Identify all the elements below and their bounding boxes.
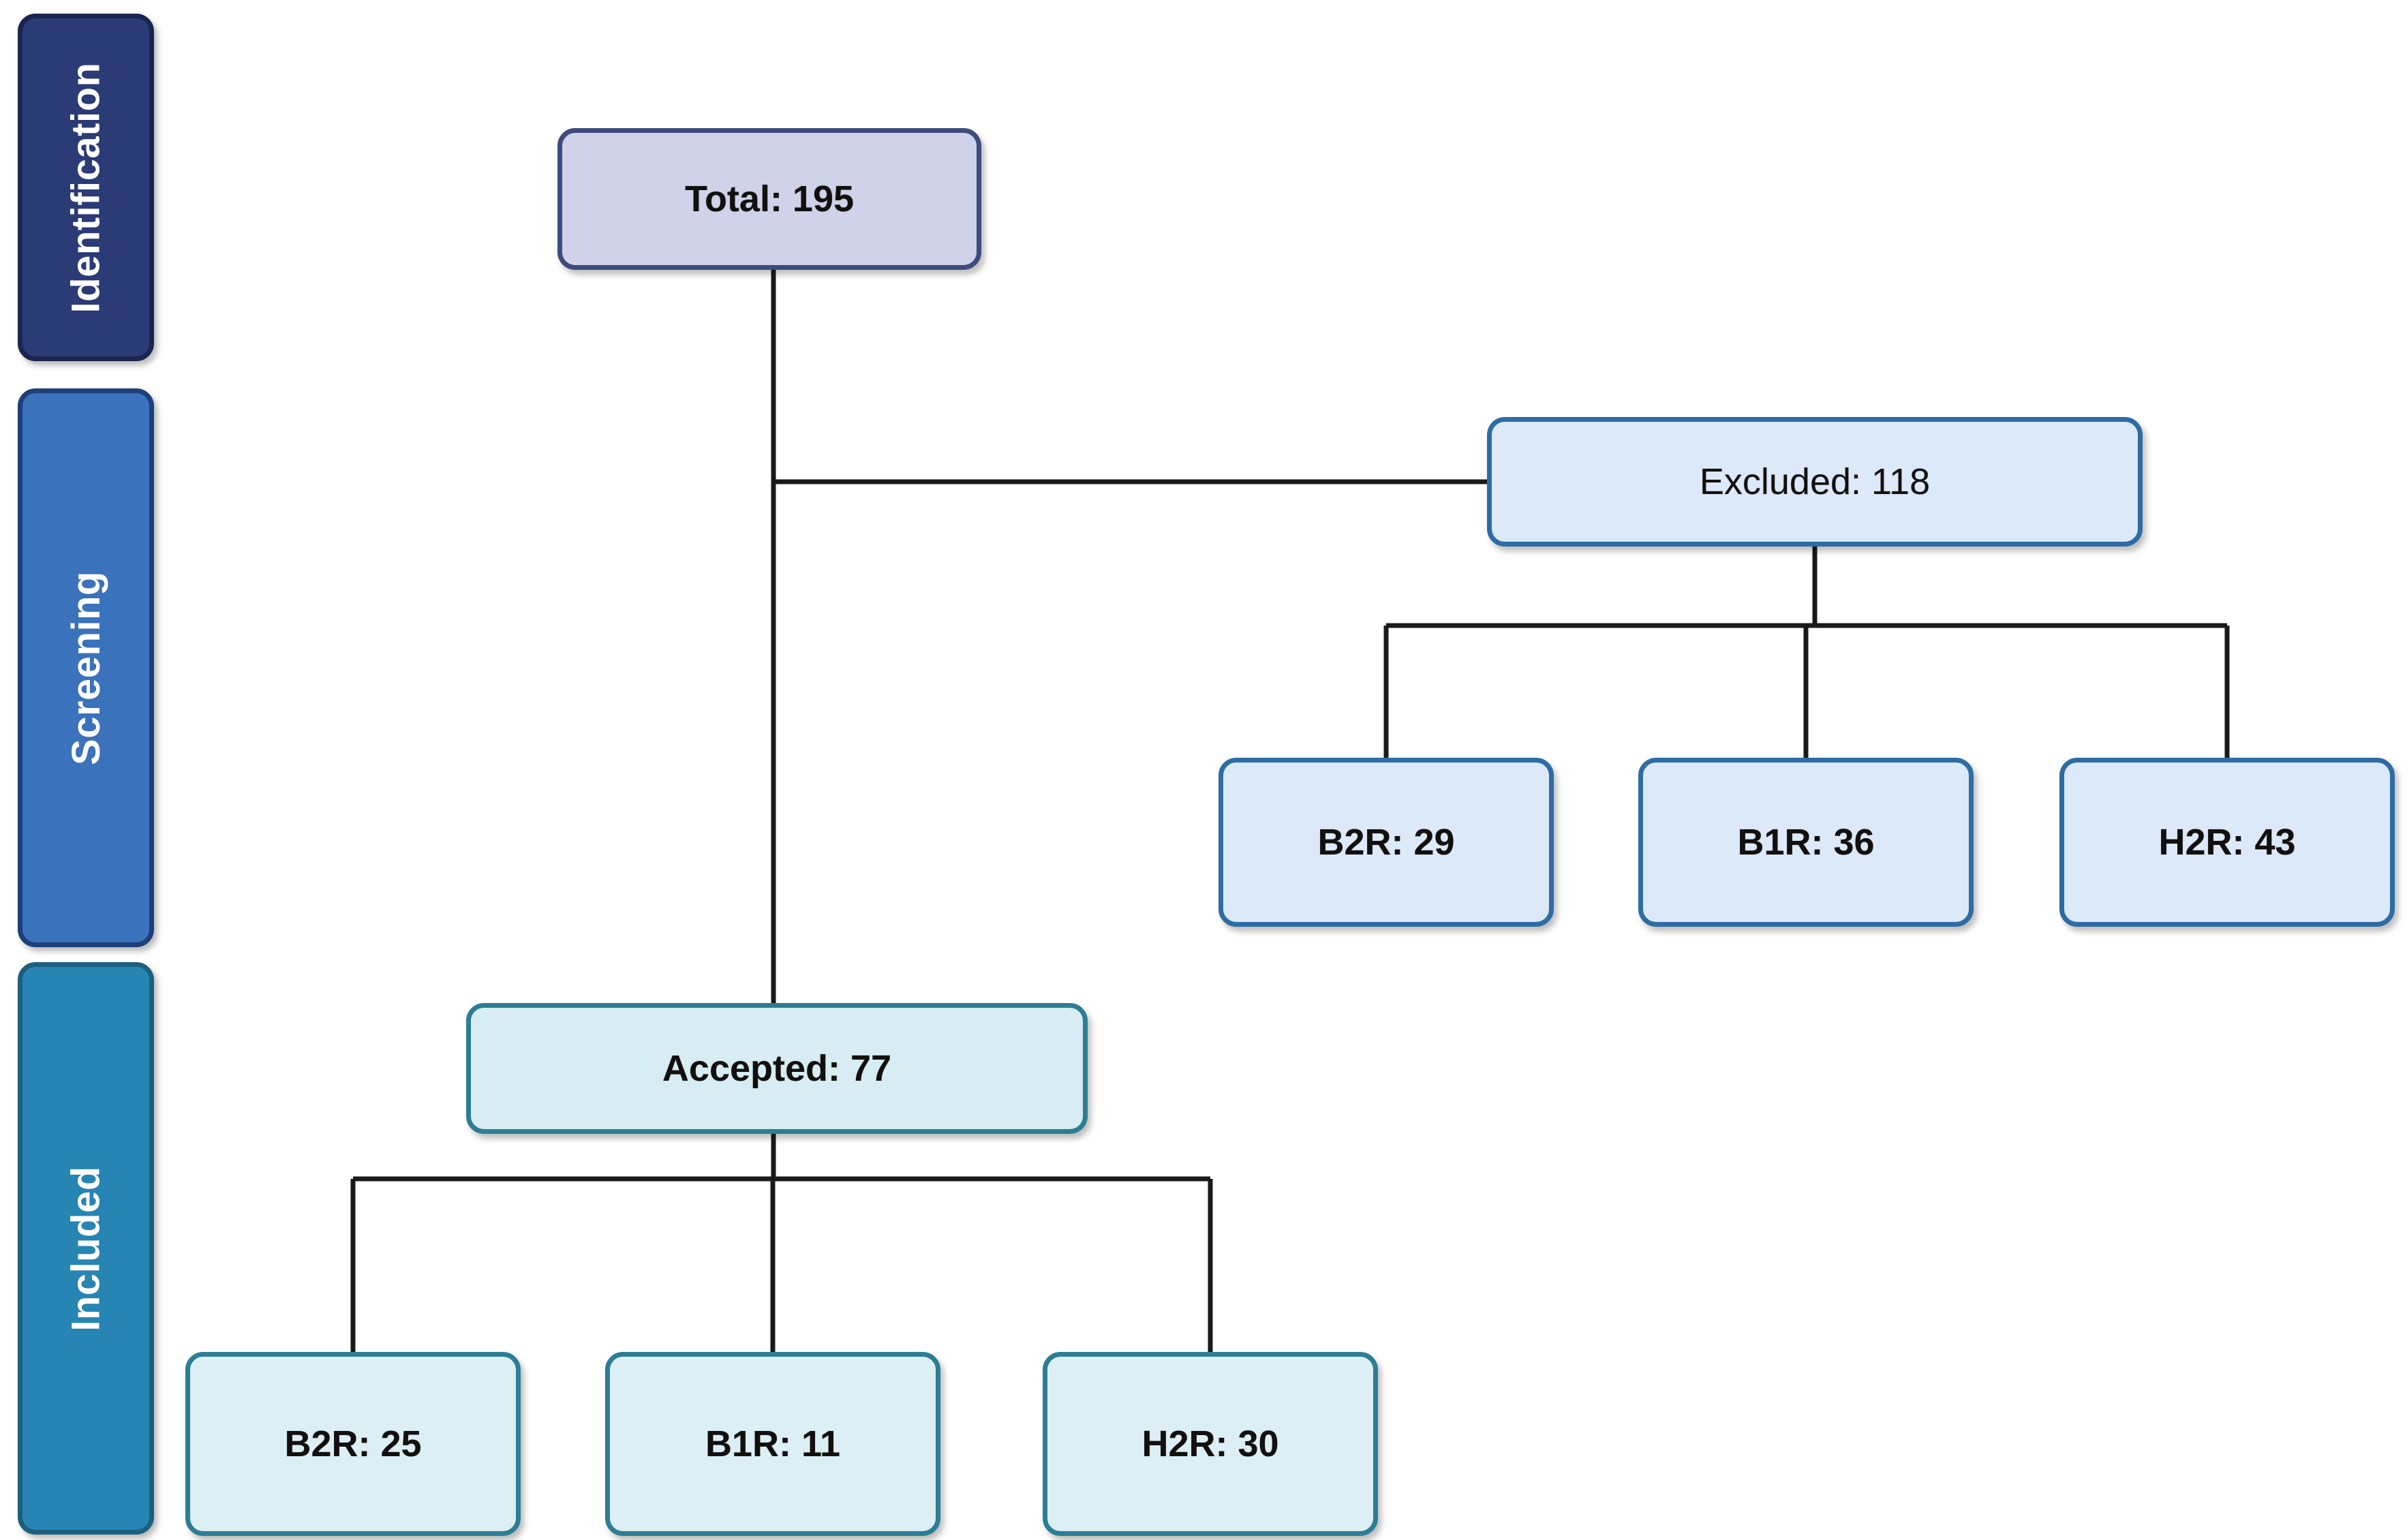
node-label-accepted: Accepted: 77 [662,1048,892,1089]
stage-label-included: Included [63,1165,108,1331]
node-label-excluded-h2r: H2R: 43 [2158,822,2296,863]
node-label-excluded: Excluded: 118 [1699,461,1931,502]
stage-identification[interactable]: Identification [18,14,154,361]
stage-label-screening: Screening [63,570,108,765]
node-label-accepted-h2r: H2R: 30 [1141,1423,1279,1464]
stage-screening[interactable]: Screening [18,388,154,947]
node-total[interactable]: Total: 195 [557,128,981,270]
node-label-accepted-b2r: B2R: 25 [284,1423,422,1464]
stage-label-identification: Identification [63,62,108,313]
node-excluded-b2r[interactable]: B2R: 29 [1218,758,1554,927]
node-label-excluded-b1r: B1R: 36 [1737,822,1875,863]
node-accepted-h2r[interactable]: H2R: 30 [1043,1352,1378,1536]
node-excluded-b1r[interactable]: B1R: 36 [1638,758,1974,927]
node-label-total: Total: 195 [684,179,855,219]
node-label-accepted-b1r: B1R: 11 [705,1423,841,1464]
stage-included[interactable]: Included [18,962,154,1535]
node-label-excluded-b2r: B2R: 29 [1317,822,1455,863]
node-excluded-h2r[interactable]: H2R: 43 [2059,758,2395,927]
node-excluded[interactable]: Excluded: 118 [1487,417,2143,546]
node-accepted[interactable]: Accepted: 77 [466,1003,1088,1134]
node-accepted-b2r[interactable]: B2R: 25 [185,1352,521,1536]
node-accepted-b1r[interactable]: B1R: 11 [605,1352,940,1536]
